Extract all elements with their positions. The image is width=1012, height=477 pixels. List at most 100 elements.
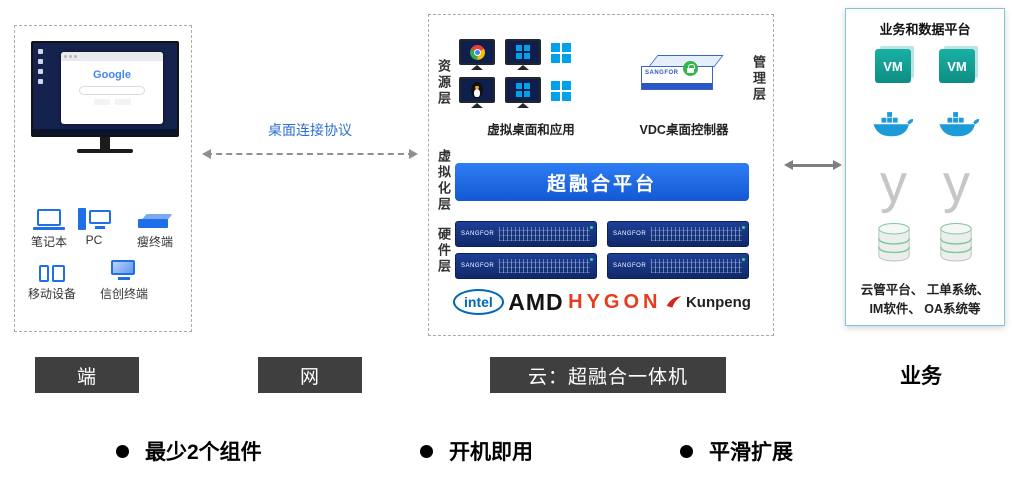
laptop-icon — [25, 202, 73, 230]
linux-icon — [471, 82, 483, 98]
layer-resource-label: 资源层 — [436, 59, 451, 107]
bullet-text: 开机即用 — [449, 441, 533, 464]
desktop-row — [459, 77, 571, 103]
intel-logo: intel — [453, 289, 504, 315]
xinchuang-terminal-icon — [95, 254, 153, 282]
protocol-label: 桌面连接协议 — [268, 122, 352, 138]
terminal-box: 端 — [35, 357, 139, 393]
rack-brand: SANGFOR — [613, 263, 647, 269]
rack-vents — [651, 227, 742, 241]
browser-window: Google — [61, 52, 163, 124]
thin-client-icon — [127, 202, 183, 230]
server-rack: SANGFOR — [607, 221, 749, 247]
layer-hardware-label: 硬件层 — [436, 227, 451, 275]
desktop-row — [459, 39, 571, 65]
monitor-base — [77, 149, 133, 153]
mobile-devices-icon — [23, 254, 81, 282]
chrome-icon — [469, 44, 485, 60]
docker-icon — [873, 112, 913, 137]
docker-icon — [939, 112, 979, 137]
windows-icon — [516, 83, 530, 97]
vm-icon: VM — [875, 49, 911, 83]
monitor-screen: Google — [31, 41, 179, 137]
device-label: 信创终端 — [99, 287, 148, 301]
kunpeng-swoosh-icon — [666, 296, 682, 308]
desktop-monitor: Google — [31, 41, 179, 163]
server-rack: SANGFOR — [607, 253, 749, 279]
device-label: 瘦终端 — [136, 235, 173, 249]
google-logo: Google — [93, 69, 131, 81]
virtual-desktop-label: 虚拟桌面和应用 — [487, 123, 575, 137]
virtual-desktops-group — [459, 39, 571, 115]
layer-virtualization-label: 虚拟化层 — [436, 149, 451, 213]
windows-flag-icon — [551, 81, 571, 101]
device-xinchuang: 信创终端 — [95, 254, 153, 302]
bullet-dot-icon — [420, 444, 433, 458]
desktop-icons — [38, 49, 43, 84]
database-row — [846, 221, 1004, 263]
vm-text: VM — [947, 58, 967, 74]
terminal-panel: Google 笔记本 PC 瘦终端 — [14, 25, 192, 332]
business-apps-text: 云管平台、 工单系统、 IM软件、 OA系统等 — [860, 283, 990, 316]
hci-platform-bar: 超融合平台 — [455, 163, 749, 201]
bullet-item: 开机即用 — [420, 436, 533, 466]
pc-icon — [74, 202, 114, 230]
bullet-text: 平滑扩展 — [709, 441, 793, 464]
device-pc: PC — [74, 202, 114, 247]
server-rack: SANGFOR — [455, 221, 597, 247]
bullet-item: 平滑扩展 — [680, 436, 793, 466]
monitor-stand — [100, 137, 110, 149]
browser-topbar — [61, 52, 163, 61]
device-label: 移动设备 — [27, 287, 76, 301]
y-logo-row: y y — [846, 157, 1004, 211]
appliance-brand: SANGFOR — [645, 70, 679, 76]
appliance-front-face: SANGFOR — [641, 66, 713, 90]
database-icon — [878, 223, 910, 262]
rack-brand: SANGFOR — [613, 231, 647, 237]
windows-flag-icon — [551, 43, 571, 63]
appliance-stripe — [642, 83, 712, 89]
bullet-dot-icon — [116, 444, 129, 458]
y-app-logo: y — [943, 154, 970, 214]
docker-row — [846, 109, 1004, 141]
network-box: 网 — [258, 357, 362, 393]
business-label: 业务 — [900, 365, 942, 388]
business-platform-title: 业务和数据平台 — [879, 22, 971, 37]
bullet-dot-icon — [680, 444, 693, 458]
search-bar — [79, 86, 145, 95]
rack-vents — [651, 259, 742, 273]
device-thin-client: 瘦终端 — [127, 202, 183, 250]
database-icon — [940, 223, 972, 262]
lock-icon — [683, 61, 698, 76]
device-label: PC — [85, 233, 103, 247]
chrome-desktop-icon — [459, 39, 495, 65]
amd-logo: AMD — [508, 288, 564, 315]
windows-desktop-icon — [505, 39, 541, 65]
vm-text: VM — [883, 58, 903, 74]
hci-panel: 资源层 管理层 虚拟化层 硬件层 虚拟桌面和应用 SANGFOR — [428, 14, 774, 336]
bullet-text: 最少2个组件 — [145, 441, 262, 464]
server-racks: SANGFOR SANGFOR SANGFOR SANGFOR — [455, 221, 749, 279]
y-app-logo: y — [880, 154, 907, 214]
rack-brand: SANGFOR — [461, 231, 495, 237]
layer-management-label: 管理层 — [751, 55, 766, 103]
vdc-controller-label: VDC桌面控制器 — [639, 123, 729, 137]
windows-icon — [516, 45, 530, 59]
server-rack: SANGFOR — [455, 253, 597, 279]
rack-brand: SANGFOR — [461, 263, 495, 269]
business-platform-panel: 业务和数据平台 VM VM — [845, 8, 1005, 326]
dashed-double-arrow — [202, 149, 418, 159]
cloud-box: 云：超融合一体机 — [490, 357, 726, 393]
device-mobile: 移动设备 — [23, 254, 81, 302]
cpu-vendor-logos: intel AMD HYGON Kunpeng — [453, 285, 751, 319]
taskbar — [33, 129, 177, 135]
vdc-appliance: SANGFOR — [641, 55, 724, 97]
rack-vents — [499, 259, 590, 273]
kunpeng-text: Kunpeng — [685, 293, 751, 311]
device-label: 笔记本 — [30, 235, 67, 249]
windows-desktop-icon — [505, 77, 541, 103]
search-buttons — [61, 99, 163, 105]
kunpeng-logo: Kunpeng — [666, 294, 751, 311]
device-laptop: 笔记本 — [25, 202, 73, 250]
